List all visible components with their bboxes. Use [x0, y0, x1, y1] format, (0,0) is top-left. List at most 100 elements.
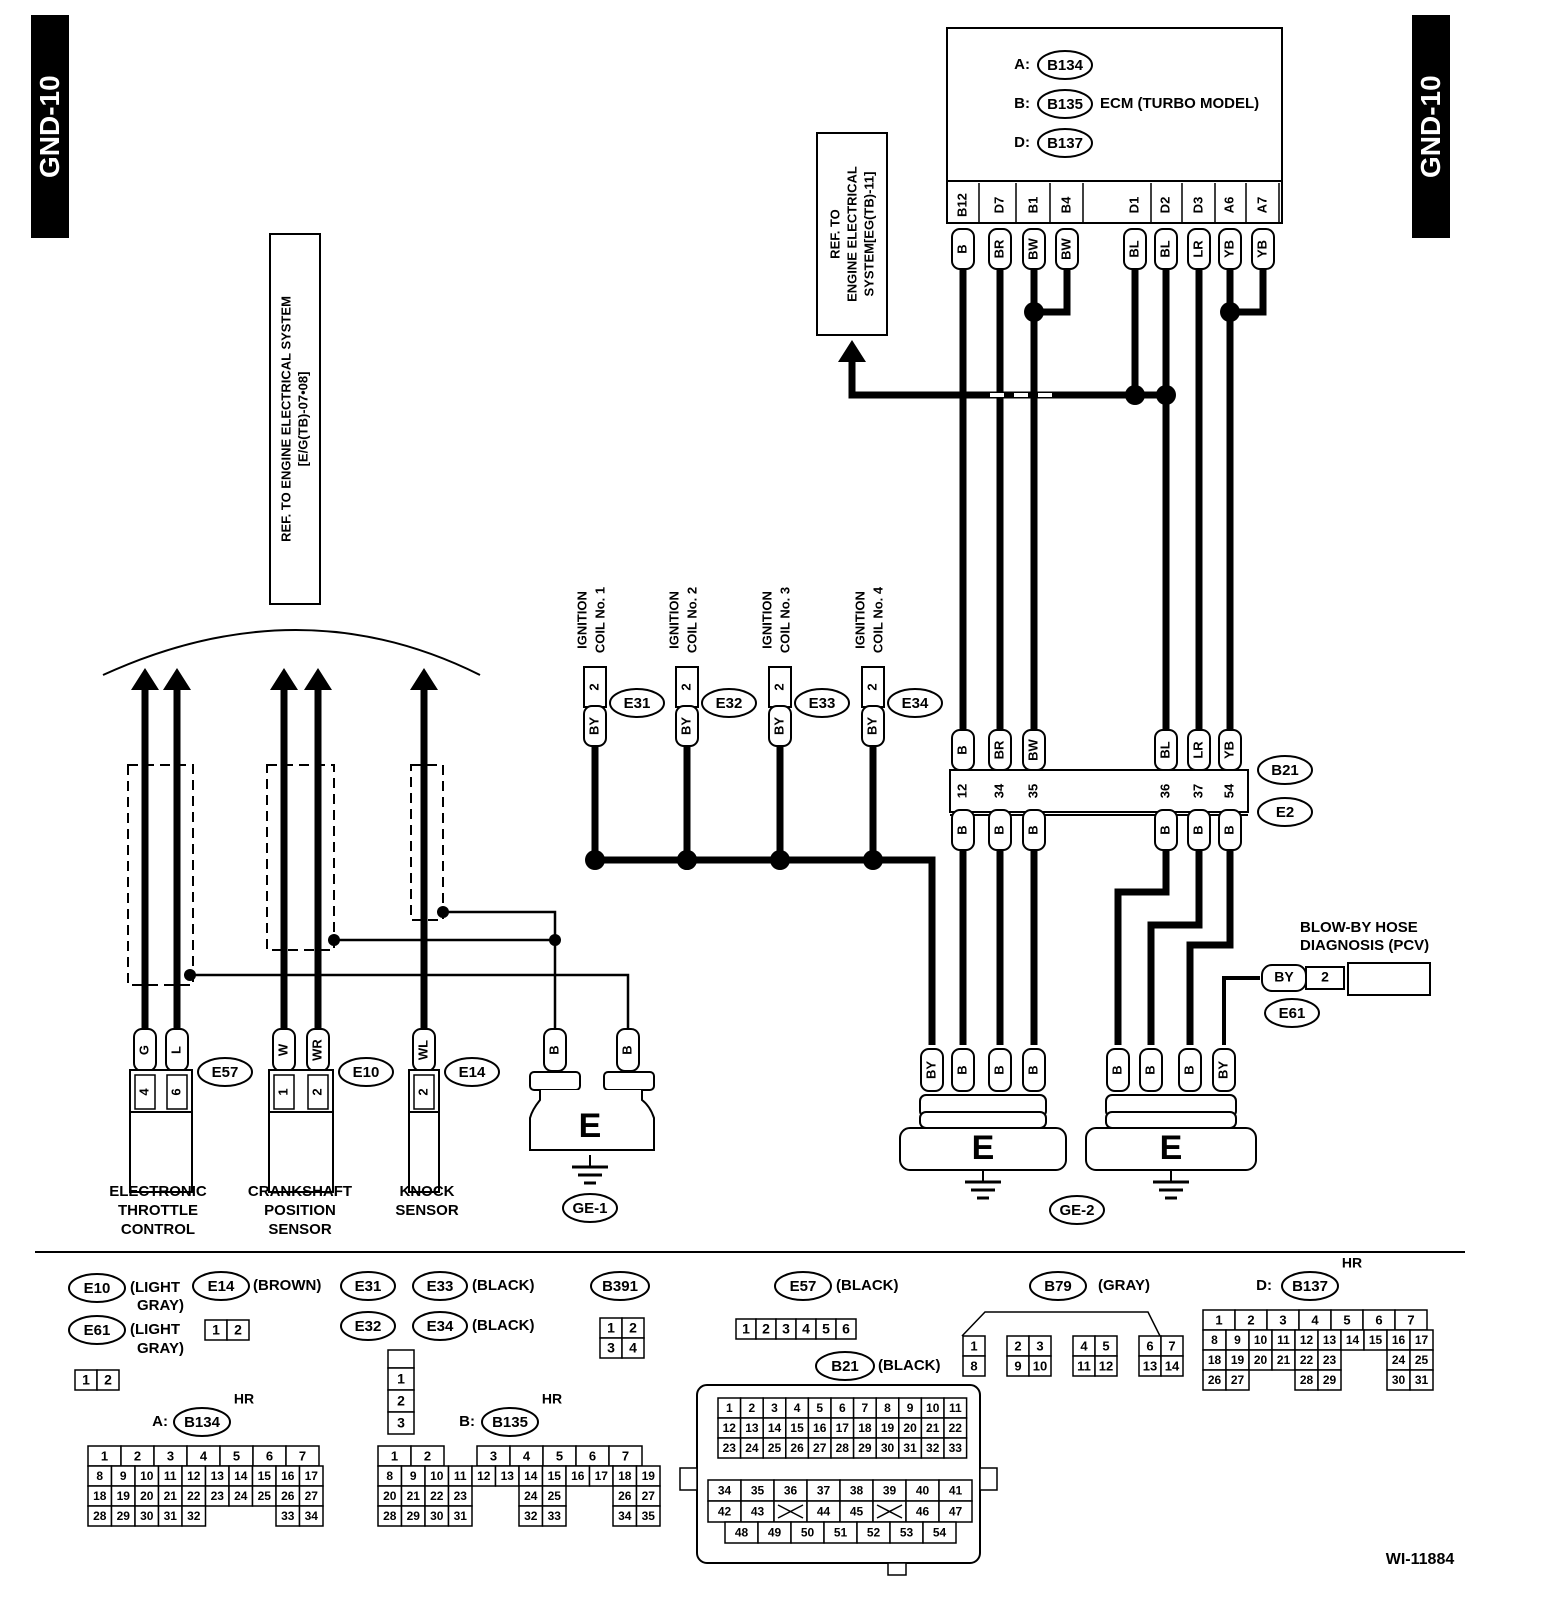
legend-b135-shape-pin: 17 — [595, 1469, 609, 1483]
ge2-left-wire-color: B — [1025, 1065, 1040, 1074]
legend-b134-shape-pin: 23 — [211, 1489, 225, 1503]
legend-e61-color: GRAY) — [137, 1340, 184, 1357]
joint-upper-wire: BW — [1025, 738, 1040, 760]
joint-lower-wire: B — [1025, 825, 1040, 834]
coil-connector-E32-oval — [701, 688, 757, 718]
ecm-wire-color-box — [988, 228, 1012, 270]
sensor-connector-id-E57: E57 — [212, 1064, 239, 1081]
coil-connector-E34-oval — [887, 688, 943, 718]
legend-e34-oval — [412, 1311, 468, 1341]
legend-b21-top-pin: 9 — [907, 1401, 914, 1415]
ge2-right-wire-color: B — [1109, 1065, 1124, 1074]
sensor-name: CRANKSHAFT — [248, 1183, 352, 1200]
ge1-id: GE-1 — [572, 1200, 607, 1217]
ecm-wire-color: YB — [1254, 240, 1269, 258]
sensor-connector-id-E57-oval — [197, 1057, 253, 1087]
shield-etc — [127, 764, 194, 986]
coil-connector-E33-oval — [794, 688, 850, 718]
sensor-body-E57 — [129, 1111, 193, 1193]
ge1-terminal-body — [529, 1090, 655, 1151]
legend-e34-color: (BLACK) — [472, 1317, 534, 1334]
joint-connector-body — [949, 769, 1249, 813]
ge2-id: GE-2 — [1059, 1202, 1094, 1219]
legend-b79-shape-cell — [962, 1355, 986, 1377]
legend-b135-shape-pin: 18 — [618, 1469, 632, 1483]
legend-b79-shape-pin: 2 — [1014, 1338, 1021, 1353]
legend-b134-shape-pin: 21 — [164, 1489, 178, 1503]
legend-b134-shape-pin: 34 — [305, 1509, 319, 1523]
coil-pin: 2 — [864, 683, 879, 690]
legend-b135-shape-pin: 11 — [454, 1469, 467, 1483]
legend-b21-mid-pin: 34 — [718, 1484, 732, 1498]
sensor-ref-arrow — [304, 668, 332, 690]
sensor-ref-arrow — [270, 668, 298, 690]
coil-name: COIL No. 4 — [870, 586, 885, 653]
legend-b137-shape-pin: 24 — [1392, 1353, 1406, 1367]
joint-lower-wire: B — [1221, 825, 1236, 834]
legend-b135-shape-cell — [447, 1505, 473, 1527]
joint-upper-wire: YB — [1221, 741, 1236, 759]
legend-e10-oval — [68, 1273, 126, 1303]
coil-wire-color-box — [861, 705, 885, 747]
joint-lower-wire-box — [951, 809, 975, 851]
legend-b135-shape-pin: 15 — [548, 1469, 562, 1483]
ecm-pin: D3 — [1190, 197, 1205, 214]
legend-b21-mid-pin: 42 — [718, 1505, 732, 1519]
legend-b21-top-pin: 2 — [749, 1401, 756, 1415]
legend-b137-top-pin: 3 — [1279, 1312, 1286, 1327]
ge2-right-wire-color-box — [1106, 1048, 1130, 1092]
joint-lower-wire-box — [1154, 809, 1178, 851]
legend-b134-shape-pin: 15 — [258, 1469, 272, 1483]
ref-eg11-line: ENGINE ELECTRICAL — [844, 166, 859, 302]
legend-b134-shape-pin: 32 — [187, 1509, 201, 1523]
legend-b79-shape-cell — [1028, 1355, 1052, 1377]
legend-e32-oval — [340, 1311, 396, 1341]
legend-b79-shape-pin: 7 — [1168, 1338, 1175, 1353]
legend-b137-shape-pin: 21 — [1277, 1353, 1291, 1367]
blowby-wire — [1222, 976, 1260, 1045]
legend-b79-shape-pin: 1 — [970, 1338, 977, 1353]
legend-e61-oval — [68, 1315, 126, 1345]
coil-pin: 2 — [586, 683, 601, 690]
legend-e10: E10 — [84, 1280, 111, 1297]
legend-b79-shape-pin: 13 — [1143, 1358, 1157, 1373]
shield-knock — [410, 764, 444, 921]
legend-b134-shape-pin: 24 — [234, 1489, 248, 1503]
coil-wire-color-box — [768, 705, 792, 747]
sensor-ref-arrow — [163, 668, 191, 690]
legend-b135-shape-pin: 32 — [524, 1509, 538, 1523]
legend-b79-shape-pin: 12 — [1099, 1358, 1113, 1373]
legend-e57-shape-cell — [835, 1318, 857, 1340]
ge2-left-terminal-mid — [919, 1111, 1047, 1129]
junction-bl — [1125, 385, 1145, 405]
ge2-left-label: E — [972, 1129, 995, 1167]
shield-drain-etc — [190, 973, 630, 1045]
legend-b137-shape-pin: 26 — [1208, 1373, 1222, 1387]
coil-name: IGNITION — [852, 591, 867, 649]
legend-b137-shape-pin: 14 — [1346, 1333, 1360, 1347]
legend-b-b135-oval — [481, 1407, 539, 1437]
legend-b134-top-pin: 6 — [266, 1448, 273, 1463]
legend-b135-shape-pin: 10 — [430, 1469, 444, 1483]
legend-b137-shape-cell — [1225, 1369, 1250, 1391]
legend-b135-shape-cell — [541, 1505, 567, 1527]
ge1-id-oval — [562, 1193, 618, 1223]
legend-e14-oval — [192, 1271, 250, 1301]
legend-b21-tab — [679, 1467, 698, 1491]
ge2-right-terminal-mid — [1105, 1111, 1237, 1129]
legend-b79-shape-pin: 14 — [1165, 1358, 1180, 1373]
legend-b134-shape-pin: 14 — [234, 1469, 248, 1483]
legend-e10-color: (LIGHT — [130, 1279, 180, 1296]
coil-connector-E32: E32 — [716, 695, 743, 712]
legend-b79-shape-pin: 8 — [970, 1358, 977, 1373]
legend-b21-top-pin: 16 — [813, 1421, 827, 1435]
sensor-name: ELECTRONIC — [109, 1183, 207, 1200]
ecm-name: ECM (TURBO MODEL) — [1100, 95, 1259, 112]
legend-b134-top-pin: 2 — [134, 1448, 141, 1463]
legend-b21-top-pin: 21 — [926, 1421, 940, 1435]
ecm-pin: B4 — [1058, 196, 1073, 213]
legend-b134-shape-pin: 9 — [120, 1469, 127, 1483]
legend-b134-shape-pin: 10 — [140, 1469, 154, 1483]
legend-b135-shape-pin: 27 — [642, 1489, 656, 1503]
ecm-wire-color: B — [954, 244, 969, 253]
